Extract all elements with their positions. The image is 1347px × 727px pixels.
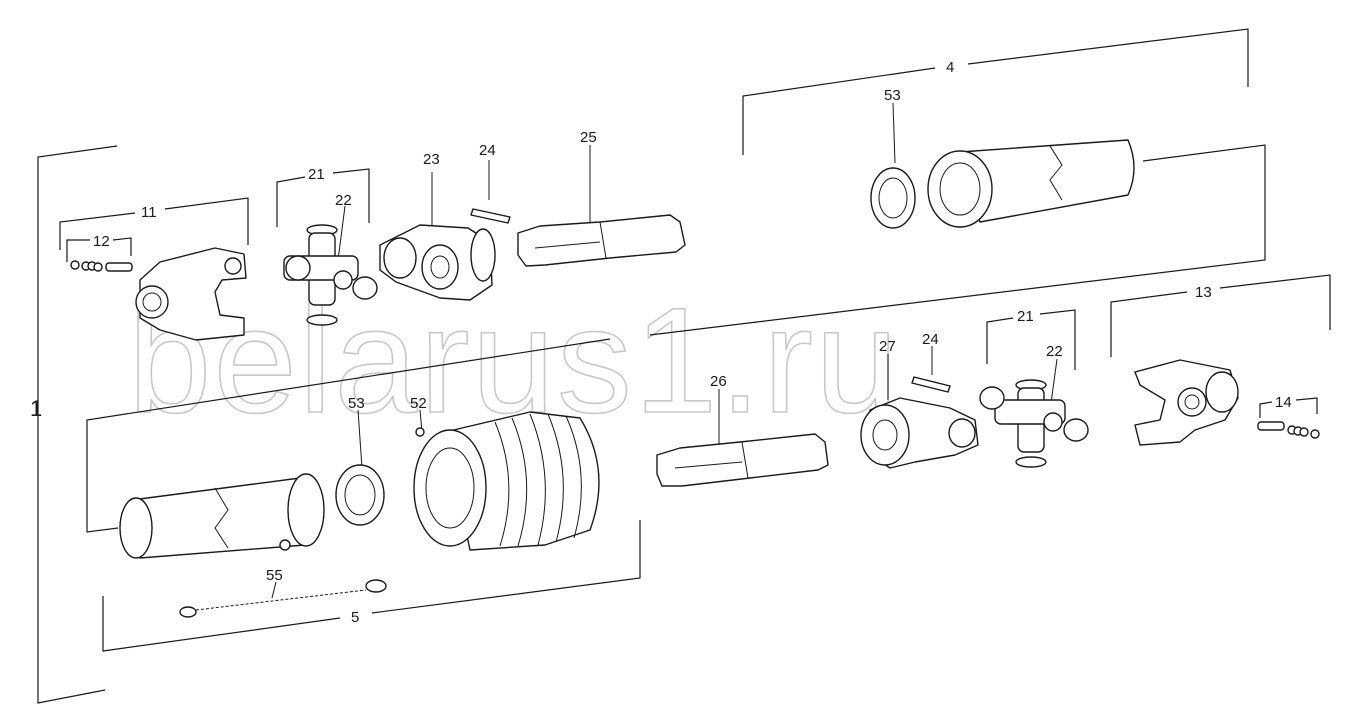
label-27: 27 <box>879 338 896 355</box>
bracket-5 <box>102 596 341 652</box>
bolt-set-12-icon <box>70 260 133 272</box>
guard-tube-5-icon <box>119 473 325 559</box>
bellows-guard-icon <box>413 411 600 551</box>
bracket-11 <box>59 212 136 250</box>
label-21-top: 21 <box>308 166 325 183</box>
yoke-13-icon <box>1134 359 1239 446</box>
bolt-set-14-icon <box>1257 421 1320 439</box>
label-21-right: 21 <box>1017 308 1034 325</box>
assembly-line-upper <box>649 144 1266 336</box>
label-55: 55 <box>266 567 283 584</box>
yoke-27-icon <box>860 397 979 469</box>
label-53-lower: 53 <box>348 395 365 412</box>
label-24-lower: 24 <box>922 331 939 348</box>
bracket-12 <box>66 239 90 262</box>
callout-labels: 1 4 5 11 12 13 14 21 21 22 22 23 24 24 2… <box>30 59 1292 626</box>
label-52: 52 <box>410 395 427 412</box>
guard-tube-4-icon <box>927 139 1135 228</box>
label-11: 11 <box>141 204 157 221</box>
bracket-13 <box>1110 291 1188 357</box>
label-14: 14 <box>1275 394 1292 411</box>
pin-24-lower-icon <box>911 376 951 393</box>
label-13: 13 <box>1195 284 1212 301</box>
yoke-11-icon <box>135 247 247 341</box>
bracket-21-top <box>276 176 306 227</box>
label-24-upper: 24 <box>479 142 496 159</box>
cross-joint-21-right-icon <box>979 379 1089 468</box>
profile-tube-26-icon <box>656 433 829 487</box>
label-25: 25 <box>580 129 597 146</box>
bracket-21-right <box>986 317 1014 364</box>
ring-53-lower-icon <box>335 464 385 526</box>
screw-52-icon <box>415 427 425 437</box>
label-23: 23 <box>423 151 440 168</box>
pin-24-upper-icon <box>470 208 511 224</box>
label-4: 4 <box>946 59 954 76</box>
cross-joint-21-left-icon <box>283 224 378 326</box>
label-22-left: 22 <box>335 192 352 209</box>
chain-55-icon <box>179 579 387 618</box>
label-26: 26 <box>710 373 727 390</box>
label-53-upper: 53 <box>884 87 901 104</box>
label-12: 12 <box>93 233 110 250</box>
label-1: 1 <box>30 396 42 421</box>
label-22-right: 22 <box>1046 343 1063 360</box>
bracket-14 <box>1259 401 1273 418</box>
profile-tube-25-icon <box>517 214 686 267</box>
label-5: 5 <box>351 609 359 626</box>
yoke-23-icon <box>379 224 496 301</box>
ring-53-upper-icon <box>870 167 916 229</box>
bracket-1 <box>37 145 118 704</box>
bracket-4 <box>742 67 936 155</box>
